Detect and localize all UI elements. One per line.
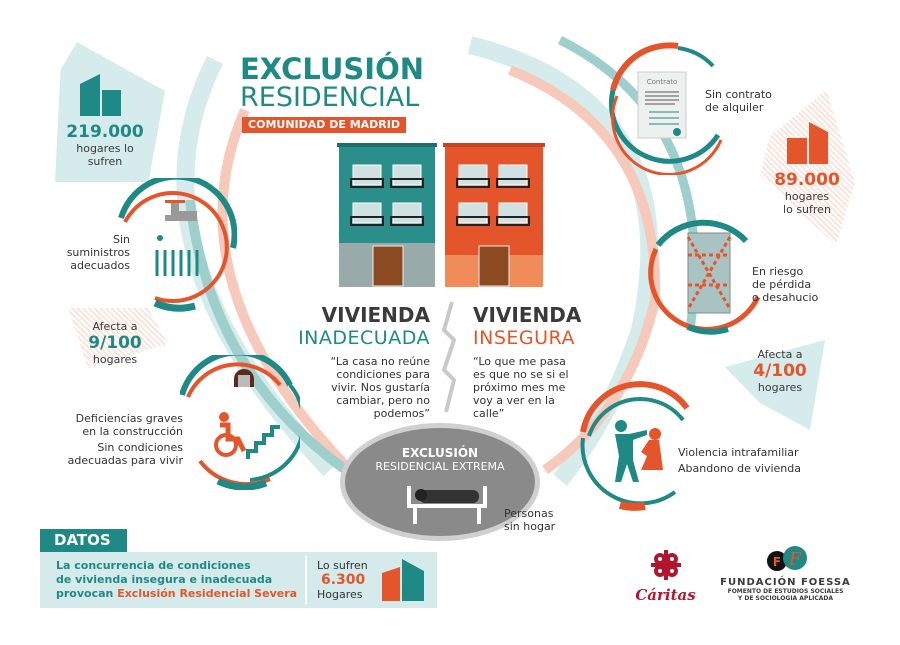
contract-circle: Contrato bbox=[608, 42, 723, 175]
svg-text:F: F bbox=[787, 549, 802, 570]
datos-heading: DATOS bbox=[40, 529, 127, 552]
buildings-illustration bbox=[337, 143, 545, 287]
caritas-logo: Cáritas bbox=[628, 548, 703, 604]
inadecuada-sub: INADECUADA bbox=[298, 327, 430, 349]
violence-circle bbox=[580, 381, 690, 511]
title-line1: EXCLUSIÓN bbox=[240, 52, 425, 86]
supplies-circle bbox=[118, 178, 237, 312]
building-icon bbox=[80, 74, 121, 116]
building-icon bbox=[787, 122, 828, 164]
datos-highlight: Exclusión Residencial Severa bbox=[117, 587, 298, 600]
svg-text:Contrato: Contrato bbox=[647, 78, 678, 86]
title-line2: RESIDENCIAL bbox=[240, 82, 420, 113]
insegura-sub: INSEGURA bbox=[473, 327, 575, 349]
insegura-heading: VIVIENDA bbox=[473, 303, 582, 327]
inadecuada-heading: VIVIENDA bbox=[321, 303, 430, 327]
construction-circle bbox=[180, 355, 300, 490]
datos-divider bbox=[305, 556, 307, 604]
caritas-cross-icon bbox=[650, 550, 681, 580]
buildings-icon bbox=[382, 559, 424, 601]
extreme-title: EXCLUSIÓN RESIDENCIAL EXTREMA bbox=[375, 446, 505, 473]
bench-sleeper-icon bbox=[407, 486, 487, 524]
lightning-divider-icon bbox=[441, 301, 457, 413]
extreme-exclusion-ellipse bbox=[340, 423, 540, 541]
eviction-circle bbox=[648, 219, 761, 335]
svg-text:F: F bbox=[772, 555, 780, 569]
region-badge: COMUNIDAD DE MADRID bbox=[242, 117, 406, 133]
